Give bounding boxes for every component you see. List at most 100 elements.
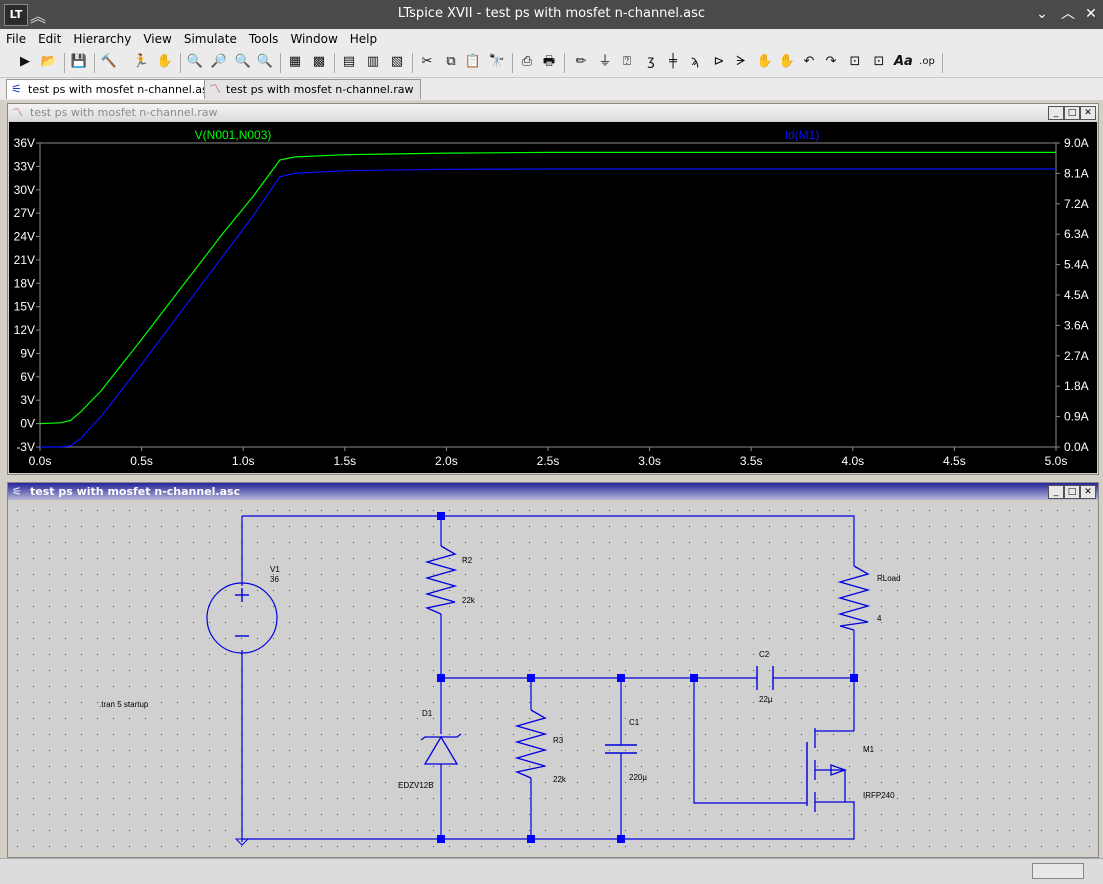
menu-simulate[interactable]: Simulate — [183, 32, 237, 46]
print-icon[interactable]: 🖶 — [542, 54, 556, 69]
tile-vertical-icon[interactable]: ▧ — [390, 54, 404, 69]
inductor-icon[interactable]: ϡ — [690, 54, 700, 69]
toolbar-separator — [564, 53, 565, 73]
y-right-tick-label: 3.6A — [1064, 318, 1089, 332]
trace-voltage[interactable] — [39, 151, 1056, 425]
c2-ref: C2 — [759, 650, 770, 659]
x-tick-label: 1.0s — [232, 454, 255, 468]
waveform-icon: 〽 — [12, 106, 23, 119]
c2-capacitor[interactable] — [756, 666, 774, 690]
toolbar: ▶ 📂 💾 🔨 🏃 ✋ 🔍 🔎 🔍 🔍 ▦ ▩ ▤ ▥ ▧ ✂ ⧉ 📋 🔭 ⎙ … — [0, 49, 1103, 78]
y-left-tick-label: 3V — [20, 393, 35, 407]
trace-label[interactable]: Id(M1) — [785, 128, 820, 142]
v1-ref: V1 — [270, 565, 280, 574]
text-icon[interactable]: Aa — [894, 54, 913, 69]
plot-window-title: test ps with mosfet n-channel.raw — [8, 104, 1098, 121]
pan-icon[interactable]: 🔎 — [210, 54, 228, 69]
mirror-icon[interactable]: ⊡ — [873, 54, 885, 69]
y-right-tick-label: 1.8A — [1064, 379, 1089, 393]
control-panel-icon[interactable]: 🔨 — [100, 54, 118, 69]
c1-capacitor[interactable] — [605, 744, 637, 754]
r2-resistor[interactable] — [424, 545, 458, 615]
trace-label[interactable]: V(N001,N003) — [195, 128, 272, 142]
cut-icon[interactable]: ✂ — [421, 54, 433, 69]
undo-icon[interactable]: ↶ — [803, 54, 815, 69]
paste-icon[interactable]: 📋 — [464, 54, 482, 69]
redo-icon[interactable]: ↷ — [825, 54, 837, 69]
autorange-icon[interactable]: ▦ — [288, 54, 302, 69]
y-left-tick-label: 12V — [14, 323, 35, 337]
close-button[interactable]: ✕ — [1080, 485, 1096, 499]
print-setup-icon[interactable]: ⎙ — [521, 54, 533, 69]
minimize-button[interactable]: ⌄ — [1036, 6, 1048, 22]
label-net-icon[interactable]: ⍰ — [623, 54, 631, 69]
status-field — [1032, 863, 1084, 879]
cascade-icon[interactable]: ▥ — [366, 54, 380, 69]
menu-help[interactable]: Help — [349, 32, 378, 46]
m1-ref: M1 — [863, 745, 875, 754]
zoom-out-icon[interactable]: 🔍 — [234, 54, 252, 69]
close-button[interactable]: ✕ — [1080, 106, 1096, 120]
m1-value: IRFP240 — [863, 791, 895, 800]
zoom-fit-icon[interactable]: 🔍 — [256, 54, 274, 69]
schematic-window: test ps with mosfet n-channel.asc ⚟ _ □ … — [7, 482, 1099, 858]
menu-file[interactable]: File — [6, 32, 27, 46]
rload-resistor[interactable] — [837, 565, 871, 631]
v1-source[interactable] — [206, 582, 278, 654]
d1-zener-diode[interactable] — [420, 733, 462, 765]
schematic-canvas[interactable]: V1 36 R2 22k RLoad 4 C2 22µ D1 EDZV12B R… — [9, 502, 1097, 854]
y-right-tick-label: 8.1A — [1064, 166, 1089, 180]
collapse-icon[interactable]: ︽ — [30, 7, 47, 26]
menu-tools[interactable]: Tools — [248, 32, 279, 46]
menu-hierarchy[interactable]: Hierarchy — [73, 32, 132, 46]
zoom-in-icon[interactable]: 🔍 — [186, 54, 204, 69]
y-right-tick-label: 0.0A — [1064, 440, 1089, 454]
capacitor-icon[interactable]: ╪ — [669, 54, 677, 69]
drag-icon[interactable]: ✋ — [778, 54, 796, 69]
tab-schematic[interactable]: ⚟test ps with mosfet n-channel.asc — [6, 79, 221, 99]
spice-directive-icon[interactable]: .op — [919, 56, 935, 67]
x-tick-label: 4.5s — [943, 454, 966, 468]
minimize-button[interactable]: _ — [1048, 485, 1064, 499]
ground-icon[interactable]: ⏚ — [598, 54, 612, 69]
y-left-tick-label: 36V — [14, 136, 35, 150]
open-icon[interactable]: 📂 — [40, 54, 58, 69]
rotate-icon[interactable]: ⊡ — [849, 54, 861, 69]
maximize-button[interactable]: □ — [1064, 485, 1080, 499]
diode-icon[interactable]: ⊳ — [713, 54, 725, 69]
spice-directive[interactable]: .tran 5 startup — [99, 700, 149, 709]
component-icon[interactable]: ᗒ — [736, 54, 746, 69]
y-left-tick-label: 27V — [14, 206, 35, 220]
y-right-tick-label: 7.2A — [1064, 197, 1089, 211]
find-icon[interactable]: 🔭 — [488, 54, 506, 69]
rload-value: 4 — [877, 614, 882, 623]
maximize-button[interactable]: ︿ — [1061, 6, 1075, 22]
copy-icon[interactable]: ⧉ — [446, 54, 456, 69]
menu-window[interactable]: Window — [290, 32, 338, 46]
toolbar-separator — [942, 53, 943, 73]
halt-icon[interactable]: ✋ — [156, 54, 174, 69]
draw-wire-icon[interactable]: ✏ — [575, 54, 587, 69]
r3-resistor[interactable] — [514, 709, 548, 779]
maximize-button[interactable]: □ — [1064, 106, 1080, 120]
save-icon[interactable]: 💾 — [70, 54, 88, 69]
y-right-tick-label: 5.4A — [1064, 258, 1089, 272]
r3-ref: R3 — [553, 736, 564, 745]
resistor-icon[interactable]: ʒ — [647, 54, 655, 69]
close-button[interactable]: ✕ — [1085, 6, 1097, 22]
new-schematic-icon[interactable]: ▶ — [20, 54, 30, 69]
fft-icon[interactable]: ▩ — [312, 54, 326, 69]
move-icon[interactable]: ✋ — [756, 54, 774, 69]
x-tick-label: 0.5s — [130, 454, 153, 468]
menu-view[interactable]: View — [143, 32, 172, 46]
c1-ref: C1 — [629, 718, 640, 727]
trace-current[interactable] — [40, 168, 1056, 448]
tab-waveform[interactable]: 〽test ps with mosfet n-channel.raw — [204, 79, 421, 99]
run-icon[interactable]: 🏃 — [132, 54, 150, 69]
m1-mosfet[interactable] — [806, 728, 855, 812]
document-tabs: ⚟test ps with mosfet n-channel.asc 〽test… — [0, 78, 1103, 100]
minimize-button[interactable]: _ — [1048, 106, 1064, 120]
tile-horizontal-icon[interactable]: ▤ — [342, 54, 356, 69]
menu-edit[interactable]: Edit — [38, 32, 62, 46]
